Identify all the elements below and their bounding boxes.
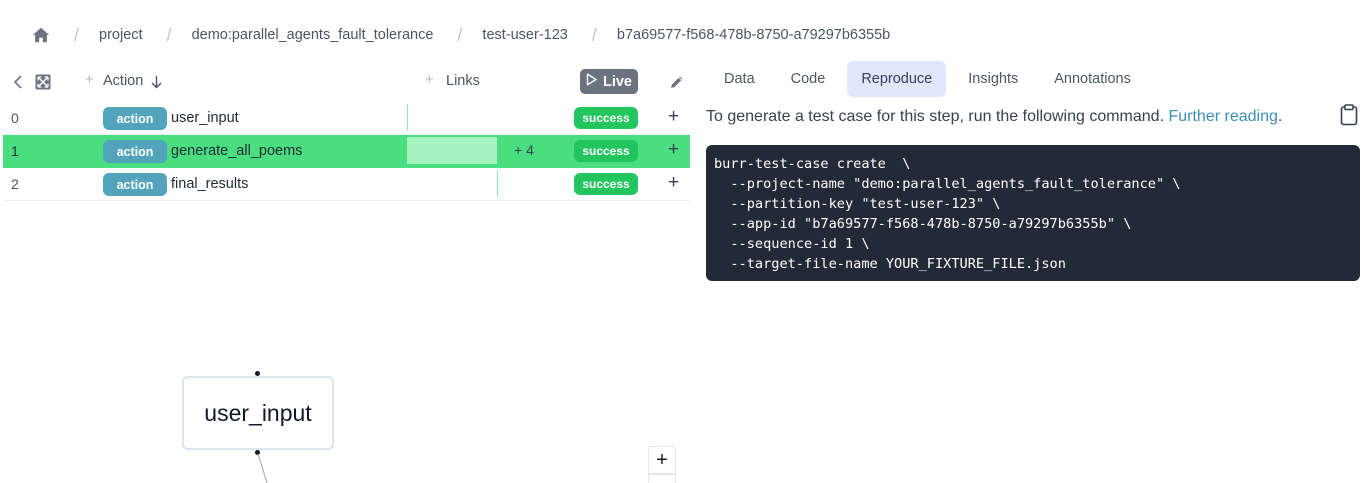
graph-node-label: user_input <box>204 399 312 426</box>
row-index: 2 <box>11 176 19 192</box>
zoom-in-button[interactable]: + <box>648 446 676 474</box>
breadcrumb-separator: / <box>166 24 172 45</box>
child-count-toggle[interactable]: + 4 <box>514 142 534 158</box>
tab-reproduce[interactable]: Reproduce <box>847 61 947 97</box>
table-row[interactable]: 2 action final_results success + <box>3 168 690 201</box>
reproduce-description-text: To generate a test case for this step, r… <box>706 108 1165 125</box>
add-annotation-button[interactable]: + <box>668 139 680 160</box>
breadcrumb-app-id[interactable]: b7a69577-f568-478b-8750-a79297b6355b <box>616 27 891 43</box>
reproduce-command-block[interactable]: burr-test-case create \ --project-name "… <box>706 145 1360 281</box>
link-timeline-line <box>497 170 498 197</box>
breadcrumb-project-name[interactable]: demo:parallel_agents_fault_tolerance <box>191 27 434 43</box>
reproduce-description: To generate a test case for this step, r… <box>706 108 1282 126</box>
action-type-badge: action <box>103 173 167 196</box>
live-button[interactable]: Live <box>580 69 638 94</box>
code-line: --project-name "demo:parallel_agents_fau… <box>714 176 1181 192</box>
code-line: --app-id "b7a69577-f568-478b-8750-a79297… <box>714 216 1132 232</box>
fullscreen-icon[interactable] <box>34 73 52 91</box>
breadcrumb-separator: / <box>457 24 463 45</box>
breadcrumb-separator: / <box>74 24 80 45</box>
row-index: 1 <box>11 143 19 159</box>
graph-edge <box>257 453 268 483</box>
steps-table-header: + Action + Links Live <box>0 66 692 98</box>
code-line: --target-file-name YOUR_FIXTURE_FILE.jso… <box>714 256 1066 272</box>
status-badge: success <box>574 107 638 129</box>
code-line: burr-test-case create \ <box>714 156 911 172</box>
action-name: generate_all_poems <box>171 143 303 159</box>
tab-annotations[interactable]: Annotations <box>1054 71 1131 87</box>
plus-icon[interactable]: + <box>85 71 94 88</box>
table-row[interactable]: 1 action generate_all_poems + 4 success … <box>3 135 690 168</box>
graph-node-user-input[interactable]: user_input <box>182 376 334 450</box>
status-badge: success <box>574 173 638 195</box>
detail-tabs: Data Code Reproduce Insights Annotations <box>710 61 1153 97</box>
action-type-badge: action <box>103 140 167 163</box>
tab-insights[interactable]: Insights <box>968 71 1019 87</box>
live-label: Live <box>602 73 632 90</box>
plus-icon[interactable]: + <box>425 71 434 88</box>
add-annotation-button[interactable]: + <box>668 106 680 127</box>
action-column-header[interactable]: Action <box>103 73 144 89</box>
further-reading-link[interactable]: Further reading <box>1168 108 1278 125</box>
link-timeline-line <box>407 104 408 131</box>
chevron-left-icon[interactable] <box>10 74 26 90</box>
play-icon <box>586 73 597 90</box>
action-name: final_results <box>171 176 249 192</box>
link-timeline-bar <box>407 137 497 164</box>
zoom-out-button[interactable] <box>648 474 676 483</box>
breadcrumb-separator: / <box>591 24 597 45</box>
breadcrumb: / project / demo:parallel_agents_fault_t… <box>32 24 890 46</box>
pencil-icon[interactable] <box>668 73 686 91</box>
code-line: --partition-key "test-user-123" \ <box>714 196 1001 212</box>
action-type-badge: action <box>103 107 167 130</box>
home-icon[interactable] <box>32 26 50 44</box>
action-name: user_input <box>171 110 239 126</box>
links-column-header[interactable]: Links <box>446 73 480 89</box>
tab-code[interactable]: Code <box>790 71 826 87</box>
add-annotation-button[interactable]: + <box>668 172 680 193</box>
status-badge: success <box>574 140 638 162</box>
clipboard-icon[interactable] <box>1340 104 1358 126</box>
table-row[interactable]: 0 action user_input success + <box>3 102 690 135</box>
node-handle-top[interactable] <box>255 371 260 376</box>
description-period: . <box>1277 108 1283 125</box>
arrow-down-icon[interactable] <box>150 74 162 90</box>
tab-data[interactable]: Data <box>724 71 755 87</box>
node-handle-bottom[interactable] <box>255 450 260 455</box>
breadcrumb-project[interactable]: project <box>99 27 143 43</box>
breadcrumb-partition-key[interactable]: test-user-123 <box>482 27 568 43</box>
code-line: --sequence-id 1 \ <box>714 236 870 252</box>
row-index: 0 <box>11 110 19 126</box>
